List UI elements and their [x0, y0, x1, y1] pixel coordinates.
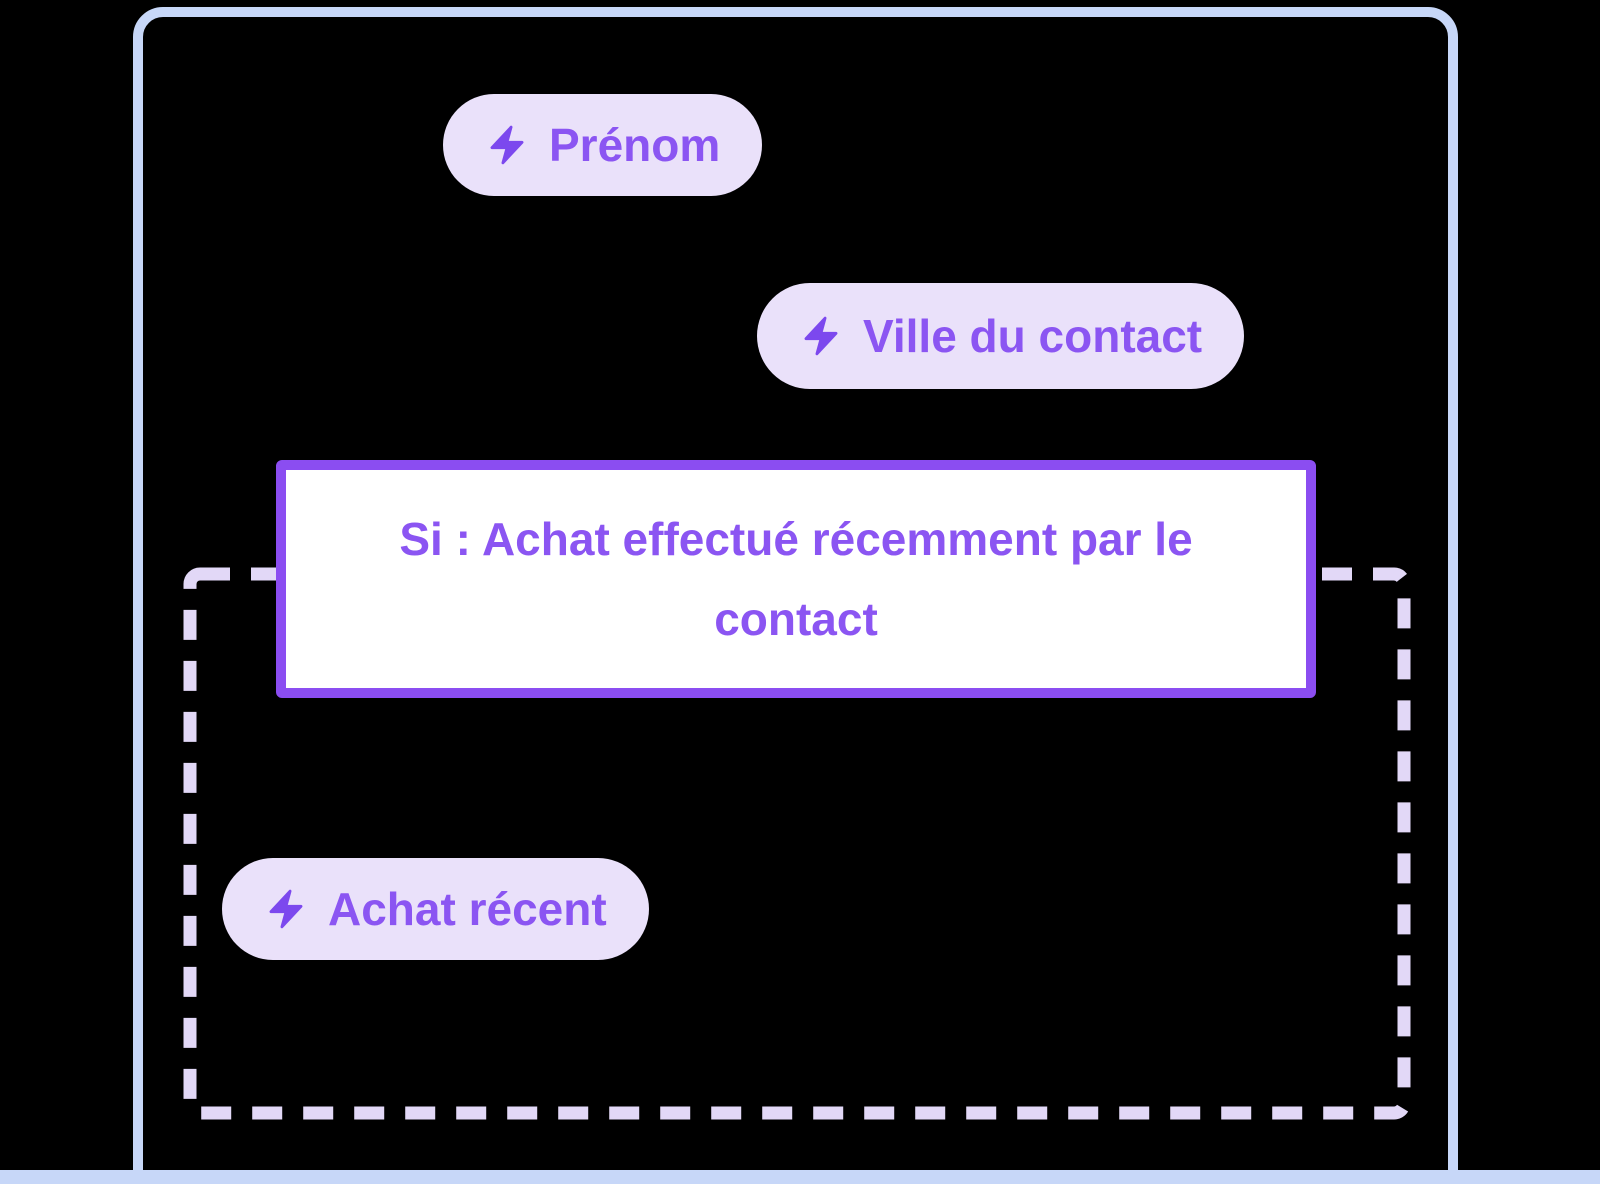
- merge-tag-label: Ville du contact: [863, 310, 1203, 362]
- merge-tag-label: Prénom: [549, 119, 721, 171]
- lightning-bolt-icon: [799, 312, 843, 360]
- merge-tag-ville-du-contact[interactable]: Ville du contact: [757, 283, 1245, 389]
- merge-tag-achat-recent[interactable]: Achat récent: [222, 858, 649, 960]
- merge-tag-prenom[interactable]: Prénom: [443, 94, 763, 196]
- merge-tag-label: Achat récent: [328, 883, 607, 935]
- lightning-bolt-icon: [264, 885, 308, 933]
- section-frame-border: [133, 7, 1458, 1184]
- conditional-content-region: [183, 567, 1411, 1120]
- section-divider-bar: [0, 1170, 1600, 1184]
- lightning-bolt-icon: [485, 121, 529, 169]
- condition-block-label: Si : Achat effectué récemment par le con…: [399, 512, 1193, 646]
- condition-block[interactable]: Si : Achat effectué récemment par le con…: [276, 460, 1316, 698]
